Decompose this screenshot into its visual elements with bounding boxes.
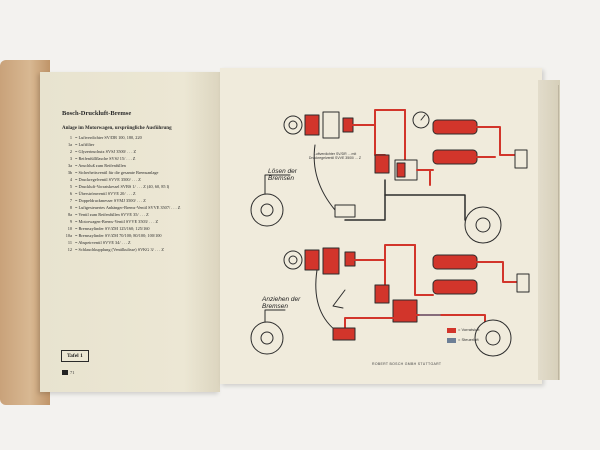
plate-label: Tafel 1 [61, 350, 89, 362]
parts-list-item: 11= Abspeirventil SVVE 34/ . . . Z [67, 240, 131, 245]
parts-list-item: 8= Luftgesteuertes Anhänger-Brems-Ventil… [69, 205, 181, 210]
footer-block-mark [62, 370, 68, 376]
folded-page-edge [540, 85, 559, 380]
folded-page [538, 80, 560, 380]
legend-steuer: = Steuerluft [458, 337, 479, 342]
release-system [250, 109, 528, 244]
parts-list-item: 4= Druckregelventil SVVE 3500/ . . . Z [69, 177, 141, 182]
document-subtitle: Anlage im Motorwagen, ursprüngliche Ausf… [62, 126, 172, 131]
page-footer: 71 [62, 370, 75, 376]
document-title: Bosch-Druckluft-Bremse [62, 110, 132, 117]
parts-list-item: 10= Bremszylinder SV/ZM 125/160; 125/160 [67, 226, 150, 231]
parts-list-item: 9= Motorwagen-Brems-Ventil SVVE 3503/ . … [69, 219, 159, 224]
parts-list-item: 3b= Sicherheitsventil für die gesamte Br… [67, 170, 159, 175]
manufacturer-credit: ROBERT BOSCH GMBH STUTTGART [372, 362, 442, 366]
release-label: Lösen der Bremsen [268, 168, 297, 182]
parts-list-item: 3= Reifenfüllflasche SVSJ 15/ . . . Z [69, 156, 136, 161]
parts-list-item: 1= Luftverdichter SV/DR 100, 180, 220 [69, 135, 142, 140]
apply-system [250, 244, 530, 357]
parts-list-item: 10a= Bremszylinder SV/ZM 70/100; 80/100;… [65, 233, 162, 238]
parts-list-item: 7= Doppeldruckmesser SVMJ 3500/ . . . Z [69, 198, 146, 203]
parts-list-item: 2= Glyzerinschutz SVSJ 3500/ . . . Z [69, 149, 137, 154]
parts-list-item: 6= Überströmventil SVVE 20/ . . . Z [69, 191, 136, 196]
parts-list-item: 8a= Ventil zum Reifenfüllen SVVE 35/ . .… [67, 212, 149, 217]
parts-list-item: 1a= Luftfilter [67, 142, 95, 147]
left-page [40, 72, 220, 392]
brake-schematic [250, 109, 530, 357]
legend-vorrat: = Vorratsluft [458, 327, 480, 332]
parts-list-item: 5= Druckluft-Vorratskessel SVBS 1/ . . .… [69, 184, 170, 189]
page-number: 71 [70, 370, 75, 375]
apply-label: Anziehen der Bremsen [262, 296, 301, 310]
compressor-caption: Luftverdichter SV/DR ... mit Druckregelv… [308, 152, 362, 160]
parts-list-item: 3a= Anschluß zum Reifenfüllen [67, 163, 126, 168]
parts-list-item: 12= Schlauchkupplung (Ventilkulisse) SVK… [67, 247, 164, 252]
parts-list: 1= Luftverdichter SV/DR 100, 180, 220 1a… [62, 134, 207, 253]
